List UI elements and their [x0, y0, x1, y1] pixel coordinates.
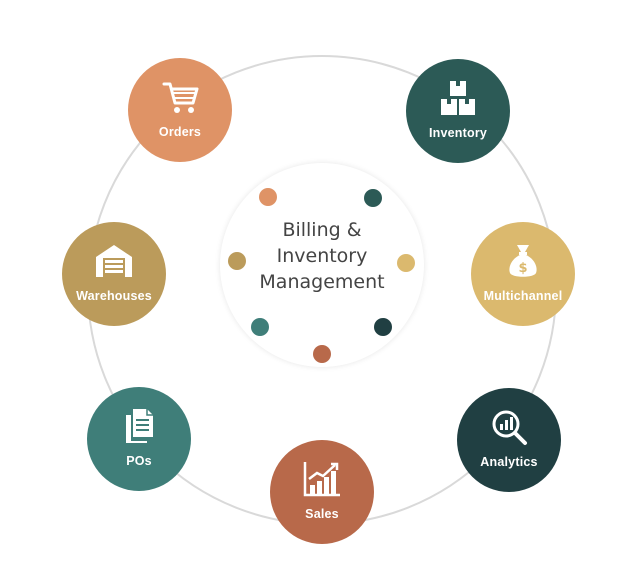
center-hub: Billing & Inventory Management — [220, 163, 424, 367]
svg-text:$: $ — [518, 261, 527, 276]
boxes-icon — [441, 81, 475, 115]
center-title-line-3: Management — [259, 271, 385, 293]
dot-dark-slate — [374, 318, 392, 336]
orders-node[interactable]: Orders — [128, 58, 232, 162]
analytics-label: Analytics — [480, 455, 538, 469]
warehouse-icon — [96, 245, 132, 277]
sales-label: Sales — [305, 507, 339, 521]
warehouses-node[interactable]: Warehouses — [62, 222, 166, 326]
analytics-node[interactable]: Analytics — [457, 388, 561, 492]
shopping-cart-icon — [162, 82, 199, 113]
orders-label: Orders — [158, 125, 202, 139]
center-title-line-2: Inventory — [276, 245, 368, 267]
pos-label: POs — [126, 454, 152, 468]
multichannel-node[interactable]: $ Multichannel — [471, 222, 575, 326]
money-bag-icon: $ — [509, 245, 537, 277]
documents-icon — [126, 409, 153, 443]
dot-teal — [251, 318, 269, 336]
center-title: Billing & Inventory Management — [220, 217, 424, 295]
dot-orange — [259, 188, 277, 206]
dot-rust — [313, 345, 331, 363]
inventory-node[interactable]: Inventory — [406, 59, 510, 163]
inventory-label: Inventory — [428, 126, 488, 140]
pos-node[interactable]: POs — [87, 387, 191, 491]
dot-gold — [228, 252, 246, 270]
warehouses-label: Warehouses — [76, 289, 152, 303]
magnifier-chart-icon — [492, 410, 527, 445]
center-title-line-1: Billing & — [282, 219, 362, 241]
growth-chart-icon — [303, 462, 340, 497]
sales-node[interactable]: Sales — [270, 440, 374, 544]
dot-dark-teal — [364, 189, 382, 207]
dot-light-gold — [397, 254, 415, 272]
multichannel-label: Multichannel — [483, 289, 563, 303]
